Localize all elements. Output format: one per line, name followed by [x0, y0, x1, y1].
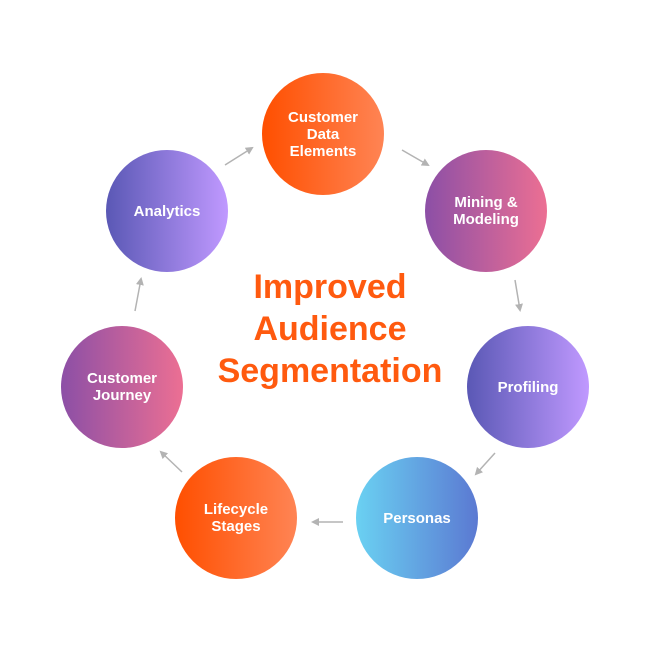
- title-line: Segmentation: [217, 352, 443, 390]
- arrow-profiling-to-personas: [474, 452, 496, 476]
- arrow-mining-to-profiling: [514, 279, 523, 312]
- node-profiling: Profiling: [467, 326, 589, 448]
- node-customer-journey: Customer Journey: [61, 326, 183, 448]
- arrow-analytics-to-customer-data: [224, 146, 254, 166]
- node-label: Profiling: [497, 378, 559, 396]
- arrow-customer-data-to-mining: [401, 149, 430, 166]
- node-analytics: Analytics: [106, 150, 228, 272]
- node-lifecycle-stages: Lifecycle Stages: [175, 457, 297, 579]
- node-label: Customer Journey: [86, 370, 157, 404]
- node-mining-modeling: Mining & Modeling: [425, 150, 547, 272]
- node-label: Analytics: [133, 202, 201, 220]
- node-personas: Personas: [356, 457, 478, 579]
- title-line: Improved: [253, 268, 407, 306]
- node-label: Customer Data Elements: [287, 108, 358, 160]
- diagram-title: Improved Audience Segmentation: [150, 266, 510, 392]
- node-label: Lifecycle Stages: [203, 501, 269, 535]
- arrow-lifecycle-to-journey: [159, 450, 183, 473]
- arrow-journey-to-analytics: [134, 277, 144, 312]
- title-line: Audience: [253, 310, 407, 348]
- node-customer-data-elements: Customer Data Elements: [262, 73, 384, 195]
- node-label: Personas: [383, 509, 451, 527]
- node-label: Mining & Modeling: [453, 194, 519, 228]
